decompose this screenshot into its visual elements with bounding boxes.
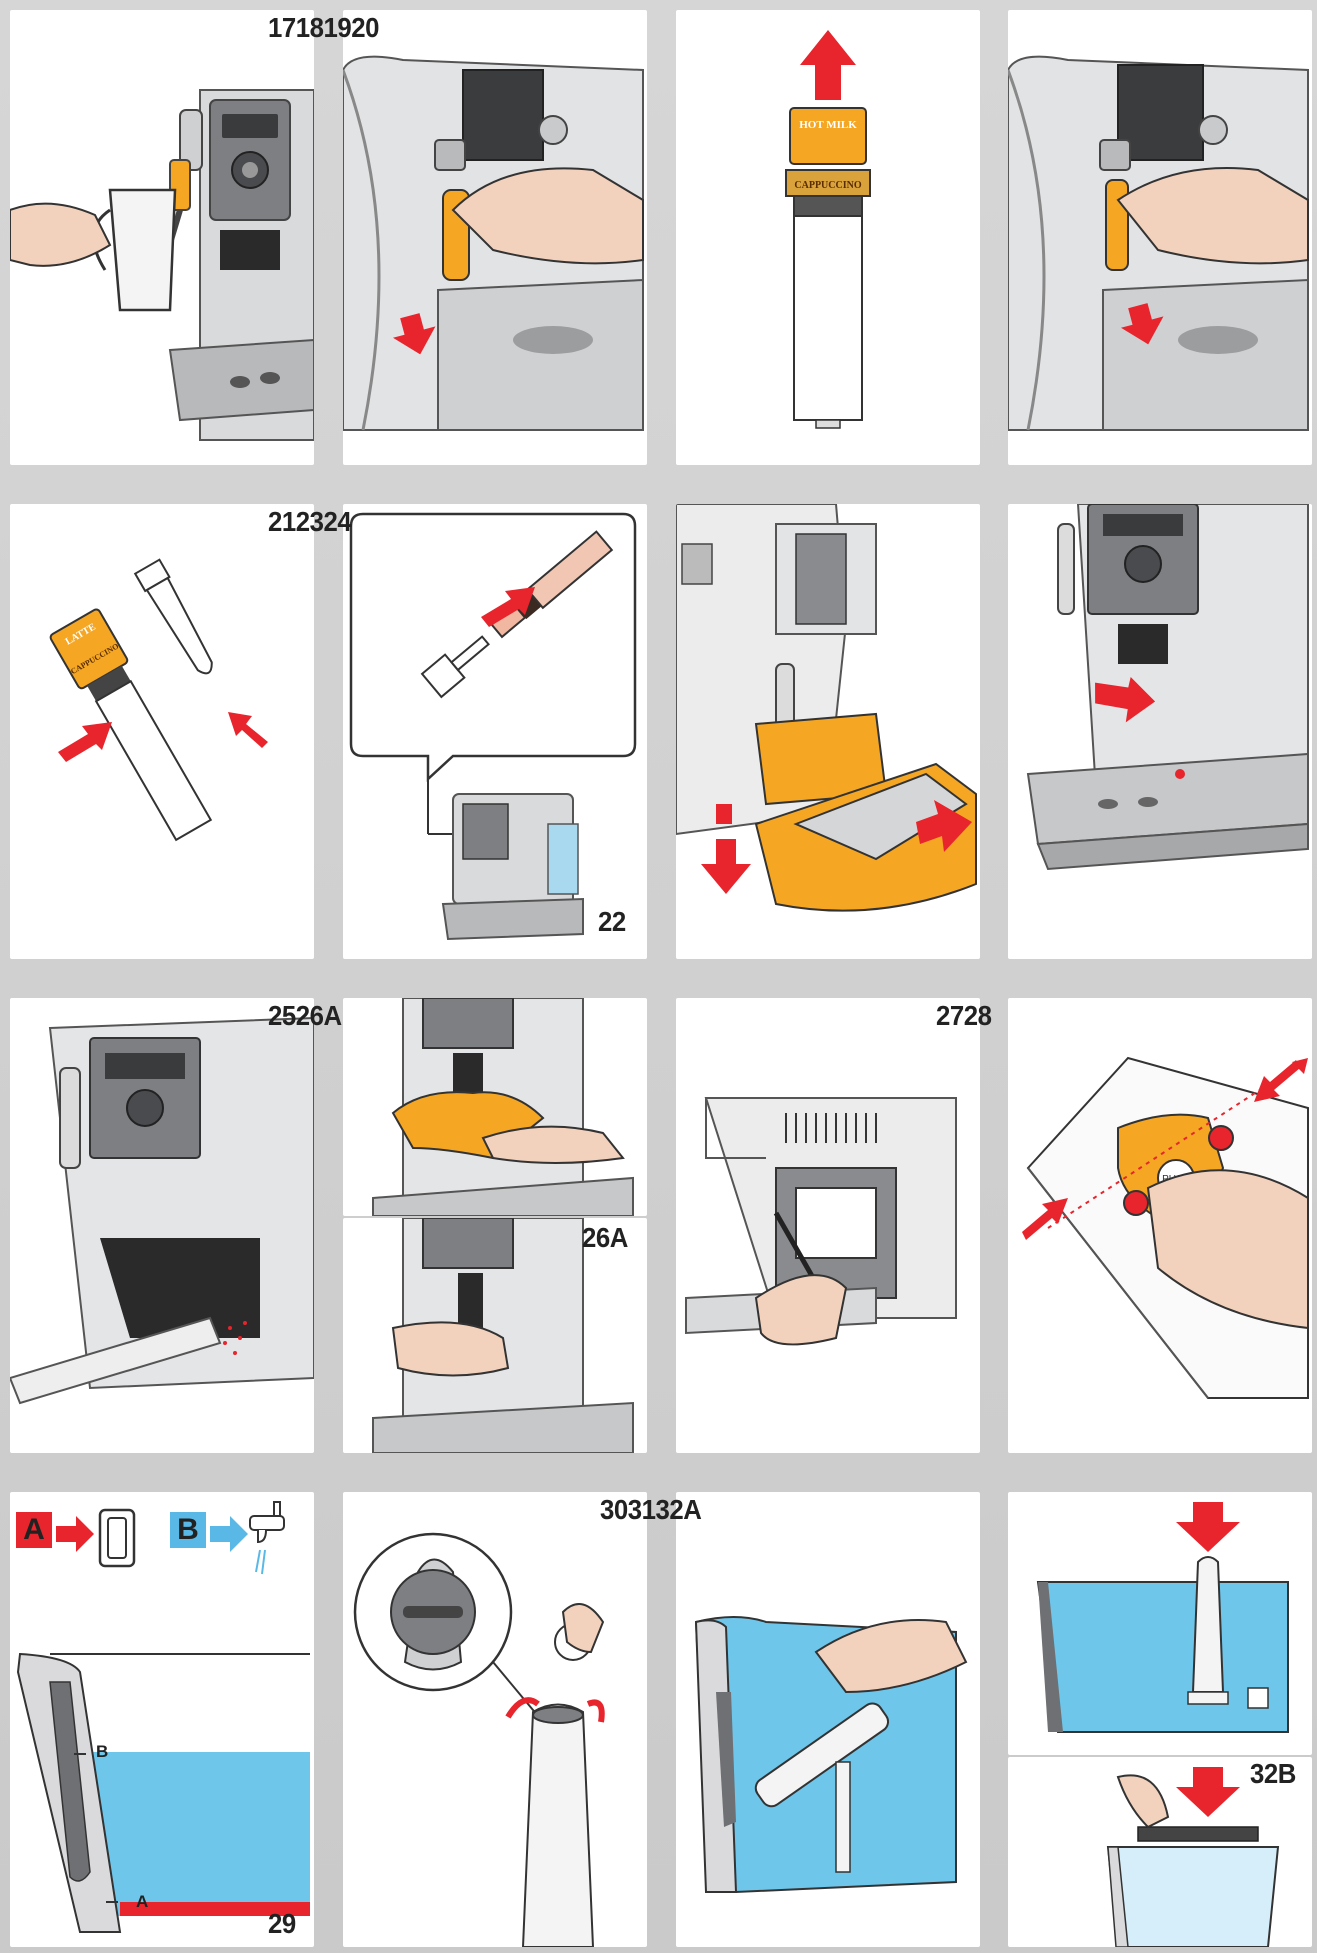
red-arrow-icon [701,839,751,894]
red-arrow-icon [58,722,112,762]
step-label-29: 29 [268,1908,296,1939]
tap-icon [249,1501,285,1575]
panel-remove-drip-tray [676,504,980,959]
red-arrow-icon [392,313,436,355]
panel-clean-spout [343,1218,647,1453]
panel-water-level: A B B A [10,1492,314,1947]
panel-milk-jug-frother [10,10,314,465]
step-label-17181920: 17181920 [268,12,379,43]
panel-insert-filter [1008,1492,1312,1755]
red-arrow-icon [481,587,535,627]
red-arrow-icon [1176,1502,1240,1552]
red-arrow-icon [1120,303,1164,345]
panel-refit-frother [1008,10,1312,465]
red-arrow-icon [56,1516,94,1552]
red-arrow-icon [800,30,856,100]
panel-brew-unit [676,998,980,1453]
red-arrow-icon [1278,1058,1308,1088]
panel-fill-tank [676,1492,980,1947]
panel-push-button: PUSH [1008,998,1312,1453]
svg-text:HOT MILK: HOT MILK [799,119,857,131]
panel-vacuum-machine [10,998,314,1453]
red-arrow-icon [228,712,268,748]
legend-letter-b: B [170,1512,206,1548]
panel-wipe-cloth [343,998,647,1216]
red-arrow-icon [1095,677,1156,723]
svg-text:CAPPUCCINO: CAPPUCCINO [794,180,861,191]
panel-close-tank [1008,1757,1312,1947]
red-arrow-icon [916,800,972,852]
panel-remove-frother [343,10,647,465]
step-label-2728: 2728 [936,1000,992,1031]
red-arrow-icon [1022,1198,1068,1240]
panel-pull-sleeve: HOT MILK CAPPUCCINO [676,10,980,465]
panel-insert-nozzle [343,504,647,959]
legend-letter-a: A [16,1512,52,1548]
step-label-303132a: 303132A [600,1494,702,1525]
red-arrow-icon [1176,1767,1240,1817]
panel-drip-tray-indicator [1008,504,1312,959]
step-label-2526a: 2526A [268,1000,342,1031]
step-label-32b: 32B [1250,1758,1296,1789]
blue-arrow-icon [210,1516,248,1552]
level-a-marker: A [136,1892,149,1911]
step-label-26a: 26A [582,1222,628,1253]
level-b-marker: B [96,1742,109,1761]
step-label-212324: 212324 [268,506,352,537]
red-arrow-icon [1254,1060,1300,1102]
panel-filter-dial [343,1492,647,1947]
panel-sleeve-parts: LATTE CAPPUCCINO [10,504,314,959]
step-label-22: 22 [598,906,626,937]
